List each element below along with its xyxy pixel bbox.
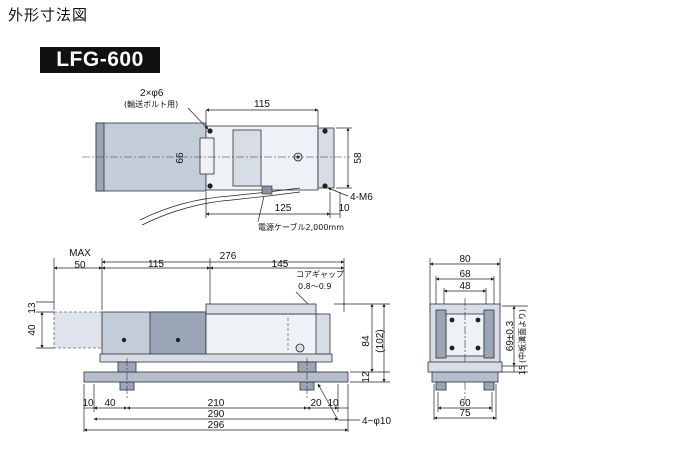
dim-12: 12 — [361, 371, 372, 383]
front-view-foot — [483, 381, 495, 391]
dim-50: 50 — [74, 260, 86, 271]
dim-296: 296 — [208, 420, 225, 431]
dim-66: 66 — [175, 152, 186, 164]
front-view-hole — [449, 317, 455, 323]
hole-spec-label: 2×φ6 — [140, 88, 164, 99]
side-view-terminal — [295, 343, 305, 353]
side-view-coil — [149, 311, 207, 357]
max-label: MAX — [69, 248, 91, 259]
dim-115-side: 115 — [148, 259, 164, 270]
front-view-side-left — [435, 309, 447, 359]
dim-69: 69±0.3 — [505, 320, 516, 351]
stroke-region — [53, 311, 103, 349]
top-view-bracket — [199, 137, 215, 175]
dim-102: (102) — [375, 329, 386, 352]
dim-58: 58 — [353, 152, 364, 164]
side-view-top-bar — [205, 303, 317, 315]
power-cable — [141, 191, 301, 226]
front-view: 80 68 48 69±0.3 (中板溝面より) 15 60 — [427, 254, 528, 420]
hole-note-label: (輸送ボルト用) — [124, 99, 178, 109]
side-view-armature — [315, 313, 331, 355]
front-view-hole — [449, 345, 455, 351]
cable-label: 電源ケーブル2,000mm — [258, 222, 344, 232]
dim-60: 60 — [459, 398, 471, 409]
gap-range-label: 0.8〜0.9 — [298, 282, 331, 291]
dim-290: 290 — [208, 409, 225, 420]
dim-40-bottom: 40 — [104, 398, 116, 409]
dim-125: 125 — [275, 203, 292, 214]
side-view-hole — [175, 337, 181, 343]
top-view-hole — [322, 183, 328, 189]
side-view-hole — [121, 337, 127, 343]
front-view-base — [431, 371, 499, 383]
dim-80: 80 — [459, 254, 471, 265]
front-view-mount-plate — [427, 361, 503, 373]
front-view-note: (中板溝面より) — [517, 309, 527, 363]
holes-label: 4−φ10 — [362, 416, 391, 427]
page-title: 外形寸法図 — [8, 6, 89, 24]
screw-label: 4-M6 — [350, 192, 373, 203]
side-view-base — [83, 371, 349, 383]
top-view-hole — [207, 183, 213, 189]
dim-145: 145 — [272, 259, 289, 270]
dim-20: 20 — [310, 398, 322, 409]
side-view-mount-plate — [99, 353, 333, 363]
dim-75: 75 — [459, 408, 471, 419]
model-badge: LFG-600 — [40, 47, 160, 73]
top-view-hole — [322, 128, 328, 134]
top-view-coil — [232, 129, 262, 187]
dim-10-right: 10 — [327, 398, 339, 409]
dim-68: 68 — [459, 269, 471, 280]
dim-10-top: 10 — [338, 203, 350, 214]
dim-10-left: 10 — [82, 398, 94, 409]
top-view-hole — [207, 128, 213, 134]
dim-15: 15 — [518, 365, 527, 375]
top-view-armature — [317, 127, 335, 189]
power-cable — [139, 187, 301, 221]
dim-48: 48 — [459, 281, 471, 292]
dim-210: 210 — [208, 398, 225, 409]
front-view-side-right — [483, 309, 495, 359]
dim-40-vertical: 40 — [27, 324, 38, 336]
dim-84: 84 — [361, 335, 372, 347]
front-view-hole — [475, 317, 481, 323]
dim-115-top: 115 — [254, 99, 270, 110]
cable-clamp — [261, 185, 273, 195]
side-view: MAX 50 115 276 145 コアギャップ 0.8〜0.9 — [27, 248, 391, 432]
dim-13: 13 — [27, 302, 38, 314]
core-gap-label: コアギャップ — [296, 270, 344, 279]
front-view-foot — [435, 381, 447, 391]
dim-276: 276 — [220, 251, 237, 262]
front-view-hole — [475, 345, 481, 351]
top-view: 115 66 58 125 10 2×φ6 (輸送ボルト用) 4-M6 電源ケー… — [82, 88, 373, 232]
